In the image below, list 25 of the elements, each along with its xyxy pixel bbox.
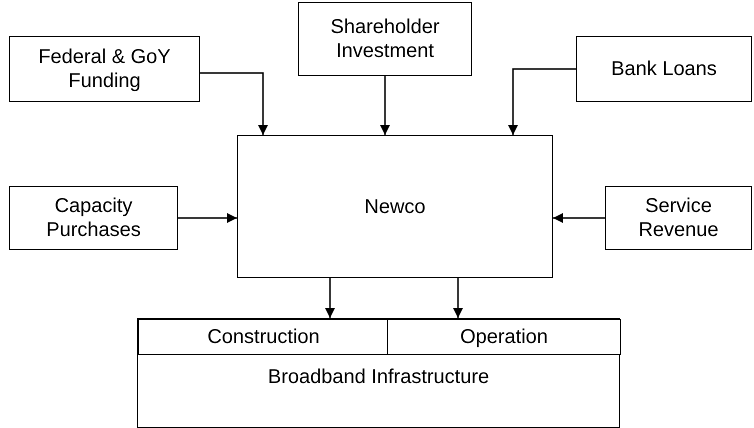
process-box bbox=[605, 186, 752, 250]
node-label: Construction bbox=[207, 325, 320, 349]
node-label: Bank Loans bbox=[611, 57, 717, 81]
section-box bbox=[138, 319, 389, 355]
process-box bbox=[9, 186, 178, 250]
process-box bbox=[9, 36, 200, 102]
node-label: Newco bbox=[364, 194, 426, 218]
process-box bbox=[237, 135, 553, 278]
arrow bbox=[553, 213, 605, 223]
node-label: Federal & GoY Funding bbox=[37, 45, 172, 93]
arrow bbox=[380, 76, 390, 135]
node-label: Operation bbox=[460, 325, 548, 349]
process-box bbox=[298, 2, 472, 76]
arrow bbox=[178, 213, 237, 223]
arrow bbox=[508, 68, 576, 135]
container-box bbox=[137, 318, 620, 428]
node-label: Broadband Infrastructure bbox=[268, 365, 490, 389]
arrow bbox=[200, 72, 268, 135]
node-label: Capacity Purchases bbox=[45, 194, 142, 242]
process-box bbox=[576, 36, 752, 102]
node-label: Service Revenue bbox=[637, 194, 720, 242]
node-label: Shareholder Investment bbox=[330, 15, 440, 63]
arrow bbox=[453, 278, 463, 318]
section-box bbox=[387, 319, 621, 355]
arrow bbox=[325, 278, 335, 318]
